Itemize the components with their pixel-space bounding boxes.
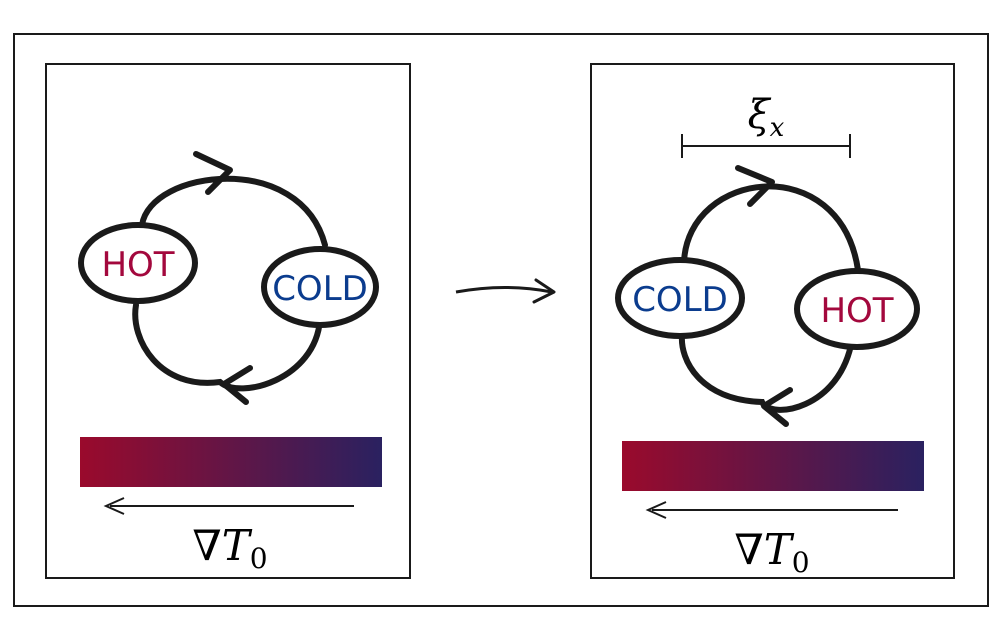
gradient-arrowhead-right	[645, 501, 667, 519]
circulation-loop-left	[132, 175, 328, 392]
gradient-arrowhead-left	[103, 497, 125, 515]
outer-frame	[13, 33, 989, 607]
temperature-sub: 0	[792, 546, 810, 579]
transition-arrow	[455, 278, 556, 304]
blob-label-hot-right: HOT	[820, 291, 893, 331]
arrowhead-top-left	[193, 151, 233, 195]
arrowhead-bottom-left	[221, 365, 253, 405]
nabla-symbol: ∇	[734, 525, 763, 574]
panel-right: ξx COLD HOT ∇T0	[590, 63, 955, 579]
temperature-sub: 0	[250, 542, 268, 575]
xi-sub: x	[770, 113, 785, 143]
arrowhead-top-right	[735, 165, 775, 207]
panel-left: HOT COLD ∇T0	[45, 63, 411, 579]
blob-hot-right: HOT	[794, 268, 920, 350]
panel-left-frame	[45, 63, 411, 579]
arrowhead-bottom-right	[761, 387, 793, 427]
gradient-label-left: ∇T0	[192, 521, 267, 575]
nabla-symbol: ∇	[192, 521, 221, 570]
gradient-label-right: ∇T0	[734, 525, 809, 579]
blob-label-cold-left: COLD	[272, 269, 368, 309]
blob-label-cold-right: COLD	[632, 280, 728, 320]
temperature-var: T	[764, 525, 795, 574]
blob-hot-left: HOT	[78, 222, 198, 304]
blob-cold-right: COLD	[615, 257, 745, 339]
gradient-bar-left	[80, 437, 382, 487]
panel-right-frame	[590, 63, 955, 579]
gradient-bar-right	[622, 441, 924, 491]
xi-symbol: ξ	[748, 92, 772, 138]
temperature-var: T	[222, 521, 253, 570]
scale-label: ξx	[748, 92, 785, 143]
blob-cold-left: COLD	[261, 246, 379, 328]
blob-label-hot-left: HOT	[101, 245, 174, 285]
